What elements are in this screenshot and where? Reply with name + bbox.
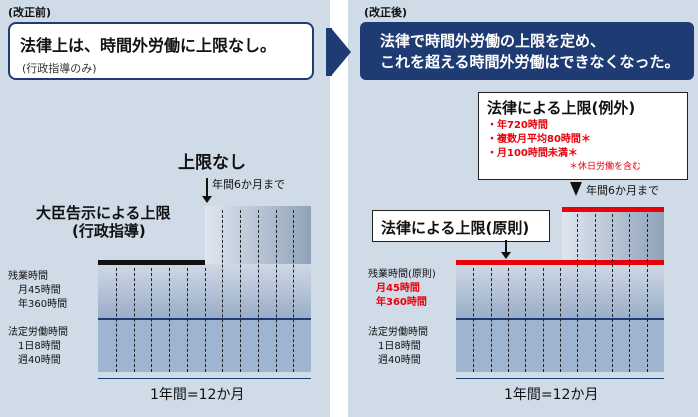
left-arrow-down-icon	[202, 196, 212, 203]
right-overtime-label: 残業時間(原則)	[368, 269, 436, 280]
month-divider-line	[257, 210, 259, 372]
after-summary-box: 法律で時間外労働の上限を定め、 これを超える時間外労働はできなくなった。	[360, 22, 694, 80]
exception-note: ＊休日労働を含む	[569, 162, 642, 172]
month-divider-line	[612, 214, 613, 372]
month-divider-line	[204, 268, 206, 372]
month-divider-line	[186, 268, 188, 372]
month-divider-line	[275, 210, 277, 372]
principle-callout: 法律による上限(原則)	[372, 210, 550, 242]
principle-title: 法律による上限(原則)	[381, 219, 530, 237]
right-arrow-down-icon	[570, 182, 582, 196]
left-axis-label: 1年間=12か月	[150, 387, 245, 403]
right-principle-limit-line	[456, 260, 664, 265]
right-axis-line	[456, 378, 664, 379]
month-divider-line	[629, 214, 631, 372]
right-overtime-month: 月45時間	[376, 283, 420, 294]
month-divider-line	[577, 214, 579, 372]
principle-arrow-line	[505, 240, 507, 254]
month-divider-line	[594, 214, 596, 372]
month-divider-line	[542, 268, 544, 372]
no-limit-label: 上限なし	[178, 153, 246, 173]
after-headline-2: これを超える時間外労働はできなくなった。	[380, 53, 680, 71]
exception-title: 法律による上限(例外)	[487, 99, 636, 117]
month-divider-line	[115, 268, 117, 372]
left-axis-line	[98, 378, 311, 379]
exception-item-3: ・月100時間未満＊	[487, 148, 578, 159]
left-legal-label: 法定労働時間	[8, 327, 68, 338]
left-six-months-label: 年間6か月まで	[212, 178, 285, 191]
month-divider-line	[560, 268, 561, 372]
transition-arrow-body	[326, 28, 332, 76]
month-divider-line	[473, 268, 475, 372]
before-subtext: (行政指導のみ)	[22, 62, 97, 75]
exception-item-1: ・年720時間	[487, 120, 548, 131]
right-legal-day: 1日8時間	[378, 341, 421, 352]
right-six-months-label: 年間6か月まで	[586, 184, 659, 197]
principle-arrow-icon	[501, 252, 511, 259]
month-divider-line	[133, 268, 135, 372]
month-divider-line	[222, 210, 224, 372]
minister-limit-label: 大臣告示による上限	[36, 204, 171, 222]
month-divider-line	[151, 268, 153, 372]
right-legal-label: 法定労働時間	[368, 327, 428, 338]
exception-callout: 法律による上限(例外) ・年720時間 ・複数月平均80時間＊ ・月100時間未…	[478, 92, 688, 180]
right-exception-limit-line	[562, 207, 664, 212]
right-axis-label: 1年間=12か月	[504, 387, 599, 403]
right-legal-week: 週40時間	[378, 355, 421, 366]
before-summary-box: 法律上は、時間外労働に上限なし。 (行政指導のみ)	[8, 22, 314, 80]
before-headline: 法律上は、時間外労働に上限なし。	[20, 36, 277, 55]
before-tag: (改正前)	[8, 6, 52, 19]
month-divider-line	[525, 268, 527, 372]
month-divider-line	[240, 210, 241, 372]
left-minister-limit-line	[98, 260, 205, 265]
left-legal-day: 1日8時間	[18, 341, 61, 352]
left-overtime-month: 月45時間	[18, 285, 61, 296]
after-headline-1: 法律で時間外労働の上限を定め、	[380, 32, 606, 50]
minister-limit-sub: (行政指導)	[72, 222, 146, 240]
transition-arrow-icon	[331, 28, 351, 76]
month-divider-line	[490, 268, 492, 372]
exception-item-2: ・複数月平均80時間＊	[487, 134, 591, 145]
month-divider-line	[293, 210, 295, 372]
right-overtime-year: 年360時間	[376, 297, 427, 308]
left-overtime-label: 残業時間	[8, 271, 48, 282]
month-divider-line	[646, 214, 648, 372]
after-tag: (改正後)	[364, 6, 408, 19]
month-divider-line	[169, 268, 170, 372]
left-six-months-arrow	[206, 178, 208, 198]
month-divider-line	[508, 268, 509, 372]
left-legal-week: 週40時間	[18, 355, 61, 366]
left-overtime-year: 年360時間	[18, 299, 68, 310]
